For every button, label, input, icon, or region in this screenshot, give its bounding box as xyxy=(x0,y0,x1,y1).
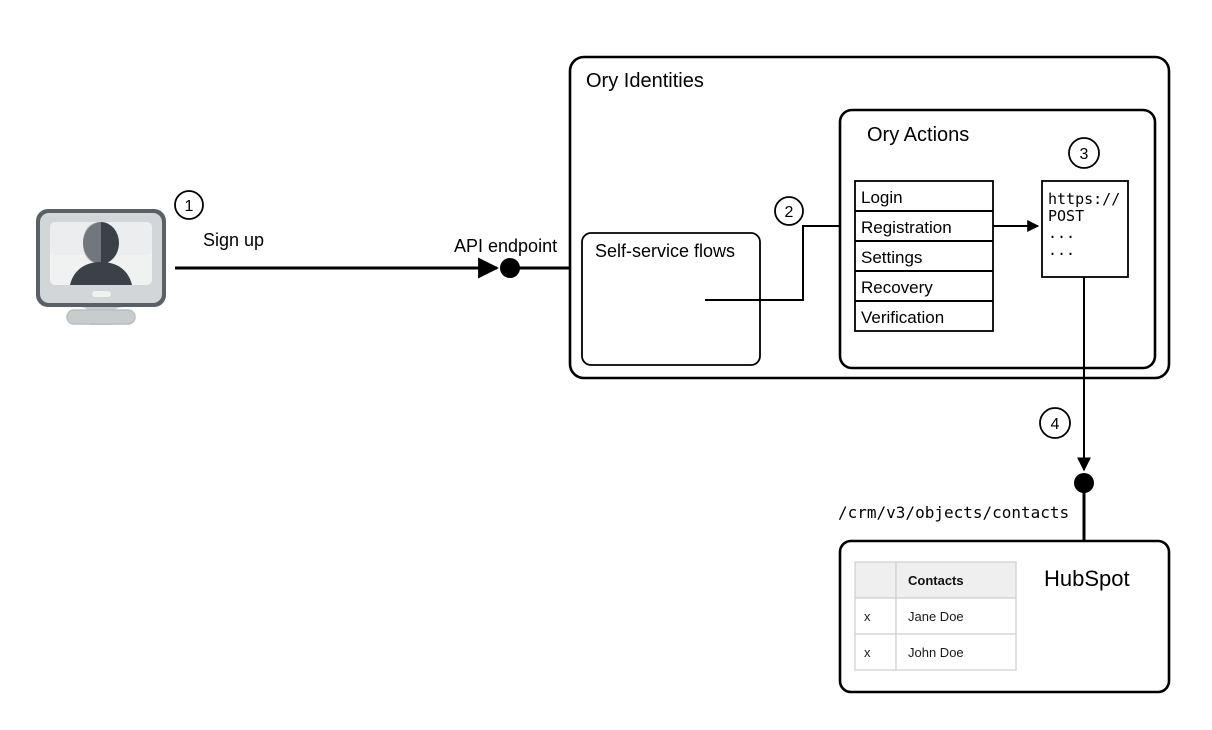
step-badge-2-label: 2 xyxy=(785,204,794,221)
flow-item-recovery[interactable]: Recovery xyxy=(861,278,933,297)
user-monitor-icon xyxy=(36,209,166,325)
hubspot-endpoint-node xyxy=(1074,473,1094,493)
table-header-contacts-cell xyxy=(895,561,1017,599)
step-badge-4-label: 4 xyxy=(1051,416,1060,433)
table-header-contacts-label: Contacts xyxy=(908,573,964,588)
step-badge-4: 4 xyxy=(1039,407,1071,439)
self-service-flows-box: Self-service flows xyxy=(581,232,761,366)
api-endpoint-label: API endpoint xyxy=(454,236,557,256)
table-header-marker-cell xyxy=(854,561,897,599)
webhook-line-body-1: ... xyxy=(1048,224,1075,242)
table-row[interactable] xyxy=(854,633,897,671)
table-row[interactable] xyxy=(895,633,1017,671)
api-endpoint-node xyxy=(500,258,520,278)
flow-item-registration[interactable]: Registration xyxy=(861,218,952,237)
flow-item-verification[interactable]: Verification xyxy=(861,308,944,327)
webhook-box: https:// POST ... ... xyxy=(1041,180,1129,278)
self-service-flows-title: Self-service flows xyxy=(595,241,735,261)
hubspot-brand-label: HubSpot xyxy=(1044,566,1130,591)
table-cell-marker-2: x xyxy=(864,645,871,660)
flow-item-settings[interactable]: Settings xyxy=(861,248,922,267)
ory-identities-title: Ory Identities xyxy=(586,70,704,92)
webhook-line-url: https:// xyxy=(1048,190,1120,208)
step-badge-2: 2 xyxy=(774,196,804,226)
webhook-line-method: POST xyxy=(1048,207,1084,225)
self-service-to-registration-connector xyxy=(705,220,852,301)
flow-list: Login Registration Settings Recovery Ver… xyxy=(854,180,994,332)
contacts-table: Contacts x Jane Doe x John Doe xyxy=(854,561,1017,671)
ory-actions-title: Ory Actions xyxy=(867,124,969,146)
table-cell-name-1: Jane Doe xyxy=(908,609,964,624)
table-row[interactable] xyxy=(854,597,897,635)
flow-item-login[interactable]: Login xyxy=(861,188,903,207)
step-badge-1-label: 1 xyxy=(185,198,194,215)
avatar-silhouette xyxy=(70,222,132,285)
hubspot-endpoint-path: /crm/v3/objects/contacts xyxy=(838,503,1069,522)
webhook-line-body-2: ... xyxy=(1048,241,1075,259)
step-badge-1: 1 xyxy=(174,190,204,220)
sign-up-label: Sign up xyxy=(203,230,264,250)
step-badge-3: 3 xyxy=(1068,137,1100,169)
table-row[interactable] xyxy=(895,597,1017,635)
table-cell-marker-1: x xyxy=(864,609,871,624)
table-cell-name-2: John Doe xyxy=(908,645,964,660)
step-badge-3-label: 3 xyxy=(1080,146,1089,163)
